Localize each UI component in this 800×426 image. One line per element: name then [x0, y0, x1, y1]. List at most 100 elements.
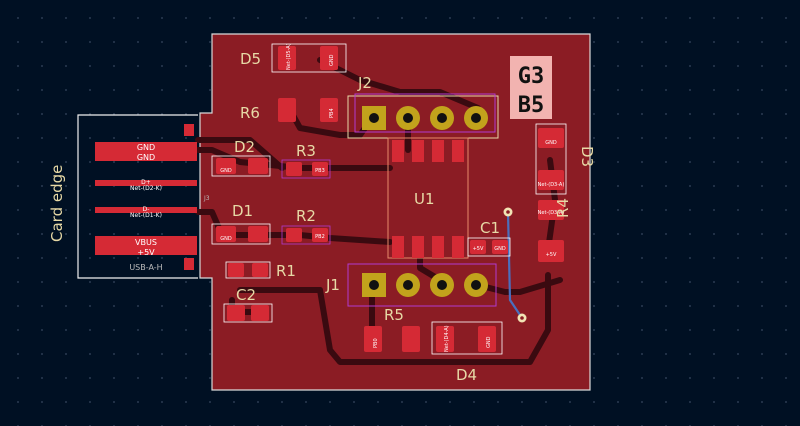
r3-pad-2[interactable]: [312, 162, 328, 176]
u1-pad-top-3[interactable]: [432, 140, 444, 162]
u1-pad-bot-2[interactable]: [412, 236, 424, 258]
r3-pad-1[interactable]: [286, 162, 302, 176]
component-d2[interactable]: GND D2: [211, 138, 271, 177]
usb-pad-gnd[interactable]: [95, 142, 197, 161]
c2-pad-1[interactable]: [227, 305, 245, 321]
trace-top: [317, 57, 481, 111]
usb-pad-vbus[interactable]: [95, 236, 197, 255]
j2-ref: J2: [357, 74, 372, 92]
u1-pad-top-1[interactable]: [392, 140, 404, 162]
d2-pad2-net: GND: [220, 168, 232, 174]
component-d3[interactable]: GND Net-(D3-A) D3: [535, 123, 596, 195]
r2-pad-2[interactable]: [312, 228, 328, 242]
d3-pad-2[interactable]: [538, 170, 564, 190]
d5-pad-1[interactable]: [320, 46, 338, 70]
j1-silk: [347, 263, 497, 307]
usb-pad-dplus[interactable]: [95, 180, 197, 186]
component-d1[interactable]: GND D1: [211, 202, 271, 245]
d3-pad1-net: GND: [545, 140, 557, 146]
usb-pin-dplus-net: Net-(D2-K): [130, 185, 162, 192]
component-r3[interactable]: PB3 R3: [281, 142, 331, 179]
r4-pad-2[interactable]: [538, 240, 564, 262]
r1-pad-1[interactable]: [228, 263, 244, 277]
d1-ref: D1: [232, 202, 253, 220]
usb-footprint-label: USB-A-H: [129, 263, 162, 272]
j1-pin-4-hole: [471, 280, 481, 290]
component-c1[interactable]: +5V GND C1: [467, 219, 511, 257]
component-r6[interactable]: PB4 R6: [240, 98, 338, 122]
r4-pad-1[interactable]: [538, 200, 564, 220]
d1-silk: [211, 223, 271, 245]
revision-bg: [510, 56, 552, 119]
d5-pad1-net: GND: [329, 54, 335, 66]
usb-pin-vbus-name: VBUS: [135, 238, 157, 247]
r1-pad-2[interactable]: [252, 263, 268, 277]
component-d5[interactable]: Net-(D5-A) GND D5: [240, 43, 347, 73]
revision-line1: G3: [518, 64, 545, 89]
d2-pad-1[interactable]: [248, 158, 268, 174]
u1-outline: [387, 137, 469, 259]
c2-silk: [223, 303, 273, 323]
u1-pad-bot-4[interactable]: [452, 236, 464, 258]
r3-ref: R3: [296, 142, 316, 160]
c1-pad-2[interactable]: [492, 240, 508, 254]
component-r4[interactable]: Net-(D3-A) +5V R4: [538, 198, 572, 262]
d1-pad-1[interactable]: [248, 226, 268, 242]
r6-pad-1[interactable]: [278, 98, 296, 122]
r3-pad2-net: PB3: [315, 168, 325, 174]
r4-ref: R4: [554, 198, 572, 218]
usb-pin-dminus-net: Net-(D1-K): [130, 212, 162, 219]
r5-ref: R5: [384, 306, 404, 324]
d4-pad2-net: GND: [486, 336, 492, 348]
d4-pad1-net: Net-(D4-A): [444, 325, 450, 352]
component-c2[interactable]: C2: [223, 286, 273, 323]
component-u1[interactable]: U1: [387, 137, 469, 259]
u1-pad-bot-3[interactable]: [432, 236, 444, 258]
r1-ref: R1: [276, 262, 296, 280]
d2-silk: [211, 155, 271, 177]
d1-pad2-net: GND: [220, 236, 232, 242]
d1-pad-2[interactable]: [216, 226, 236, 242]
component-j2[interactable]: J2: [347, 74, 499, 139]
component-r2[interactable]: PB2 R2: [281, 207, 331, 245]
c1-pad1-net: +5V: [473, 246, 484, 252]
c1-pad-1[interactable]: [470, 240, 486, 254]
j1-pin-3-hole: [437, 280, 447, 290]
r4-pad2-net: +5V: [546, 252, 557, 258]
c2-pad-2[interactable]: [251, 305, 269, 321]
component-j1[interactable]: J1: [325, 263, 497, 307]
d5-pad-2[interactable]: [278, 46, 296, 70]
r6-ref: R6: [240, 104, 260, 122]
back-traces: [503, 207, 527, 323]
d3-pad-1[interactable]: [538, 128, 564, 148]
r5-pad-1[interactable]: [364, 326, 382, 352]
trace-j1-right: [475, 277, 563, 295]
usb-connector-j3[interactable]: GND GND D+ Net-(D2-K) D- Net-(D1-K) VBUS…: [77, 114, 210, 279]
component-d4[interactable]: Net-(D4-A) GND D4: [431, 321, 503, 384]
u1-pad-top-4[interactable]: [452, 140, 464, 162]
usb-pad-dminus[interactable]: [95, 207, 197, 213]
usb-silk-outline: [77, 114, 198, 279]
revision-block: G3 B5: [510, 56, 552, 119]
r2-courtyard: [281, 225, 331, 245]
trace-bottom-loop: [237, 272, 551, 365]
d5-pad2-net: Net-(D5-A): [286, 43, 292, 70]
u1-pad-top-2[interactable]: [412, 140, 424, 162]
j1-pin-2-hole: [403, 280, 413, 290]
u1-pad-bot-1[interactable]: [392, 236, 404, 258]
r5-pad-2[interactable]: [402, 326, 420, 352]
d4-pad-1[interactable]: [436, 326, 454, 352]
component-r5[interactable]: PB0 R5: [364, 306, 420, 352]
d4-pad-2[interactable]: [478, 326, 496, 352]
r2-pad-1[interactable]: [286, 228, 302, 242]
card-edge-label: Card edge: [48, 165, 66, 242]
c2-ref: C2: [236, 286, 256, 304]
d2-ref: D2: [234, 138, 255, 156]
d2-pad-2[interactable]: [216, 158, 236, 174]
usb-pin-dplus-name: D+: [141, 179, 151, 186]
r6-pad-2[interactable]: [320, 98, 338, 122]
component-r1[interactable]: R1: [225, 261, 296, 280]
usb-pin-gnd-net: GND: [137, 153, 155, 162]
back-trace-via: [506, 210, 524, 320]
